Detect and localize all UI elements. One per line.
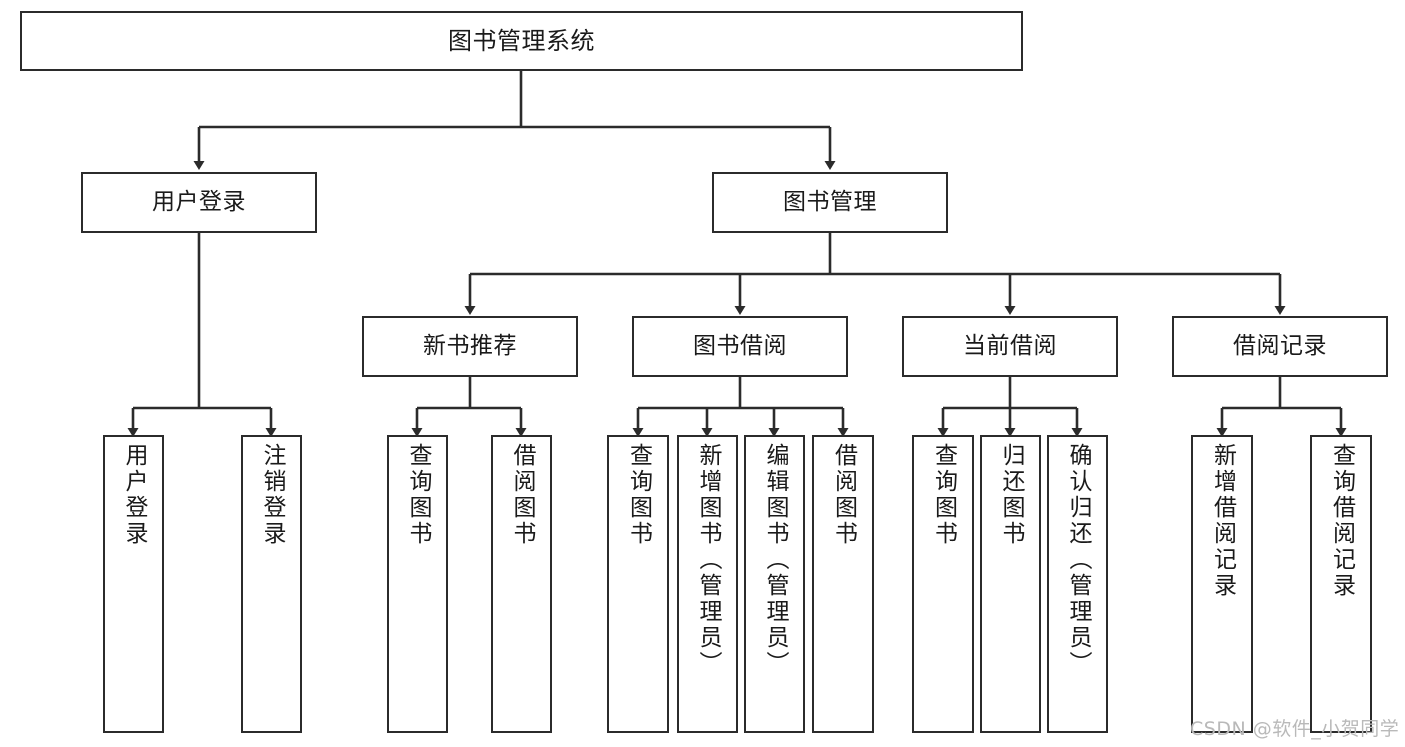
leaf-edit-book-admin[interactable]: 编辑图书（管理员）: [744, 435, 805, 733]
leaf-query-borrow-record[interactable]: 查询借阅记录: [1310, 435, 1372, 733]
leaf-logout[interactable]: 注销登录: [241, 435, 302, 733]
node-label: 当前借阅: [963, 332, 1057, 359]
node-label: 借阅图书: [509, 443, 535, 547]
leaf-confirm-return-admin[interactable]: 确认归还（管理员）: [1047, 435, 1108, 733]
node-label: 借阅图书: [830, 443, 857, 547]
node-label: 借阅记录: [1233, 332, 1327, 359]
node-label: 用户登录: [152, 188, 246, 215]
node-label: 注销登录: [259, 443, 285, 547]
node-label: 图书管理: [783, 188, 877, 215]
leaf-add-borrow-record[interactable]: 新增借阅记录: [1191, 435, 1253, 733]
node-label: 查询图书: [625, 443, 652, 547]
leaf-borrow-book-borrow[interactable]: 借阅图书: [812, 435, 874, 733]
node-book-management[interactable]: 图书管理: [712, 172, 948, 233]
node-label: 用户登录: [121, 443, 147, 547]
leaf-user-login[interactable]: 用户登录: [103, 435, 164, 733]
node-borrow-records[interactable]: 借阅记录: [1172, 316, 1388, 377]
leaf-query-book-current[interactable]: 查询图书: [912, 435, 974, 733]
csdn-watermark: CSDN @软件_小贺同学: [1190, 718, 1400, 740]
node-book-management-system[interactable]: 图书管理系统: [20, 11, 1023, 71]
node-current-borrowing[interactable]: 当前借阅: [902, 316, 1118, 377]
node-label: 查询借阅记录: [1328, 443, 1355, 599]
node-label: 确认归还（管理员）: [1065, 443, 1091, 677]
leaf-add-book-admin[interactable]: 新增图书（管理员）: [677, 435, 738, 733]
node-label: 图书管理系统: [448, 26, 595, 55]
leaf-return-book[interactable]: 归还图书: [980, 435, 1041, 733]
node-user-login[interactable]: 用户登录: [81, 172, 317, 233]
node-new-book-recommendation[interactable]: 新书推荐: [362, 316, 578, 377]
node-label: 查询图书: [930, 443, 957, 547]
node-label: 新增图书（管理员）: [695, 443, 721, 677]
node-book-borrowing[interactable]: 图书借阅: [632, 316, 848, 377]
leaf-query-book-borrow[interactable]: 查询图书: [607, 435, 669, 733]
leaf-query-book-newbook[interactable]: 查询图书: [387, 435, 448, 733]
leaf-borrow-book-newbook[interactable]: 借阅图书: [491, 435, 552, 733]
node-label: 编辑图书（管理员）: [762, 443, 788, 677]
node-label: 新增借阅记录: [1209, 443, 1236, 599]
node-label: 新书推荐: [423, 332, 517, 359]
node-label: 归还图书: [998, 443, 1024, 547]
node-label: 图书借阅: [693, 332, 787, 359]
node-label: 查询图书: [405, 443, 431, 547]
